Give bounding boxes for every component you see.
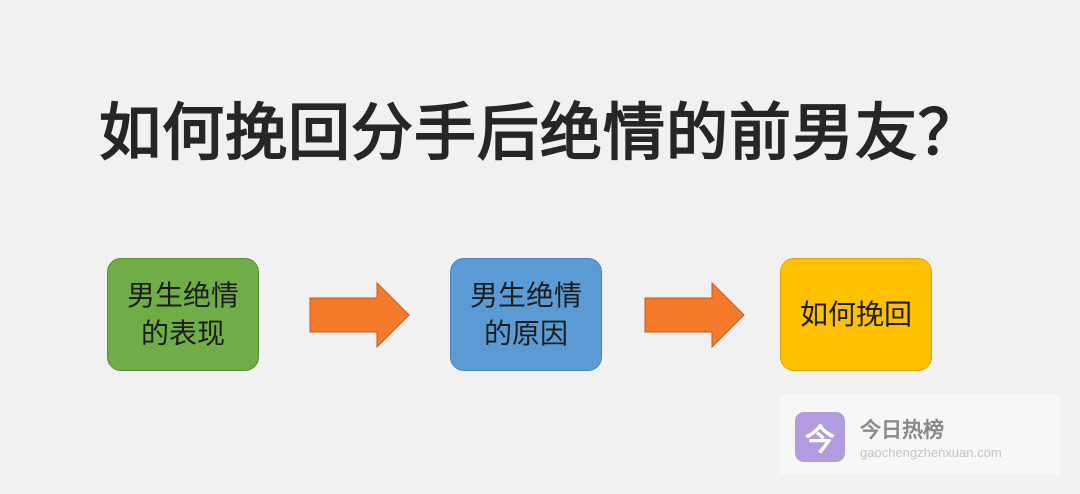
- step-box-reason: 男生绝情的原因: [450, 258, 602, 371]
- arrow-right-icon: [309, 282, 410, 348]
- step-text: 的原因: [483, 316, 568, 350]
- watermark-name: 今日热榜: [860, 418, 944, 442]
- step-text: 男生绝情: [126, 278, 239, 312]
- page-title: 如何挽回分手后绝情的前男友？: [98, 96, 981, 169]
- step-text: 如何挽回: [799, 297, 912, 331]
- step-text: 的表现: [140, 316, 225, 350]
- watermark-logo-icon: 今: [795, 412, 845, 462]
- arrow-right-icon: [644, 282, 745, 348]
- step-box-recover: 如何挽回: [780, 258, 932, 371]
- step-box-behavior: 男生绝情的表现: [107, 258, 259, 371]
- watermark-url: gaochengzhenxuan.com: [860, 445, 1002, 460]
- step-text: 男生绝情: [469, 278, 582, 312]
- watermark: 今 今日热榜 gaochengzhenxuan.com: [780, 394, 1060, 474]
